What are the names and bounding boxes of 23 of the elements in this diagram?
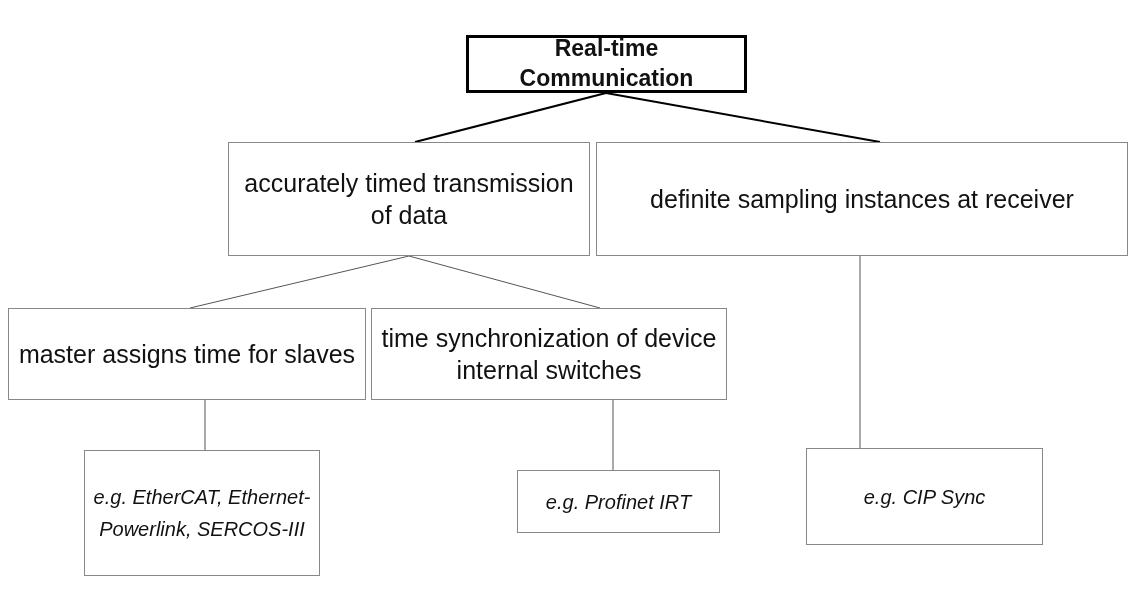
connector-line xyxy=(204,399,206,451)
box-text: time synchronization of device internal switches xyxy=(380,322,718,386)
box-text: master assigns time for slaves xyxy=(18,338,356,370)
text-box xyxy=(466,35,747,93)
text-box xyxy=(228,142,590,256)
connector-line xyxy=(859,255,861,449)
box-text: accurately timed transmission of data xyxy=(243,167,575,231)
connector-line xyxy=(612,399,614,471)
text-box xyxy=(806,448,1043,545)
box-text: definite sampling instances at receiver xyxy=(650,183,1074,215)
connector-line xyxy=(408,255,601,309)
box-text: Real-time Communication xyxy=(518,34,695,93)
text-box xyxy=(84,450,320,576)
box-text: e.g. EtherCAT, Ethernet-Powerlink, SERCOS-III xyxy=(93,485,311,542)
text-box xyxy=(371,308,727,400)
box-text: e.g. Profinet IRT xyxy=(545,489,692,515)
connector-line xyxy=(189,255,410,309)
connector-line xyxy=(605,92,881,143)
box-text: e.g. CIP Sync xyxy=(863,484,986,510)
text-box xyxy=(517,470,720,533)
text-box xyxy=(596,142,1128,256)
text-box xyxy=(8,308,366,400)
connector-line xyxy=(414,92,607,143)
